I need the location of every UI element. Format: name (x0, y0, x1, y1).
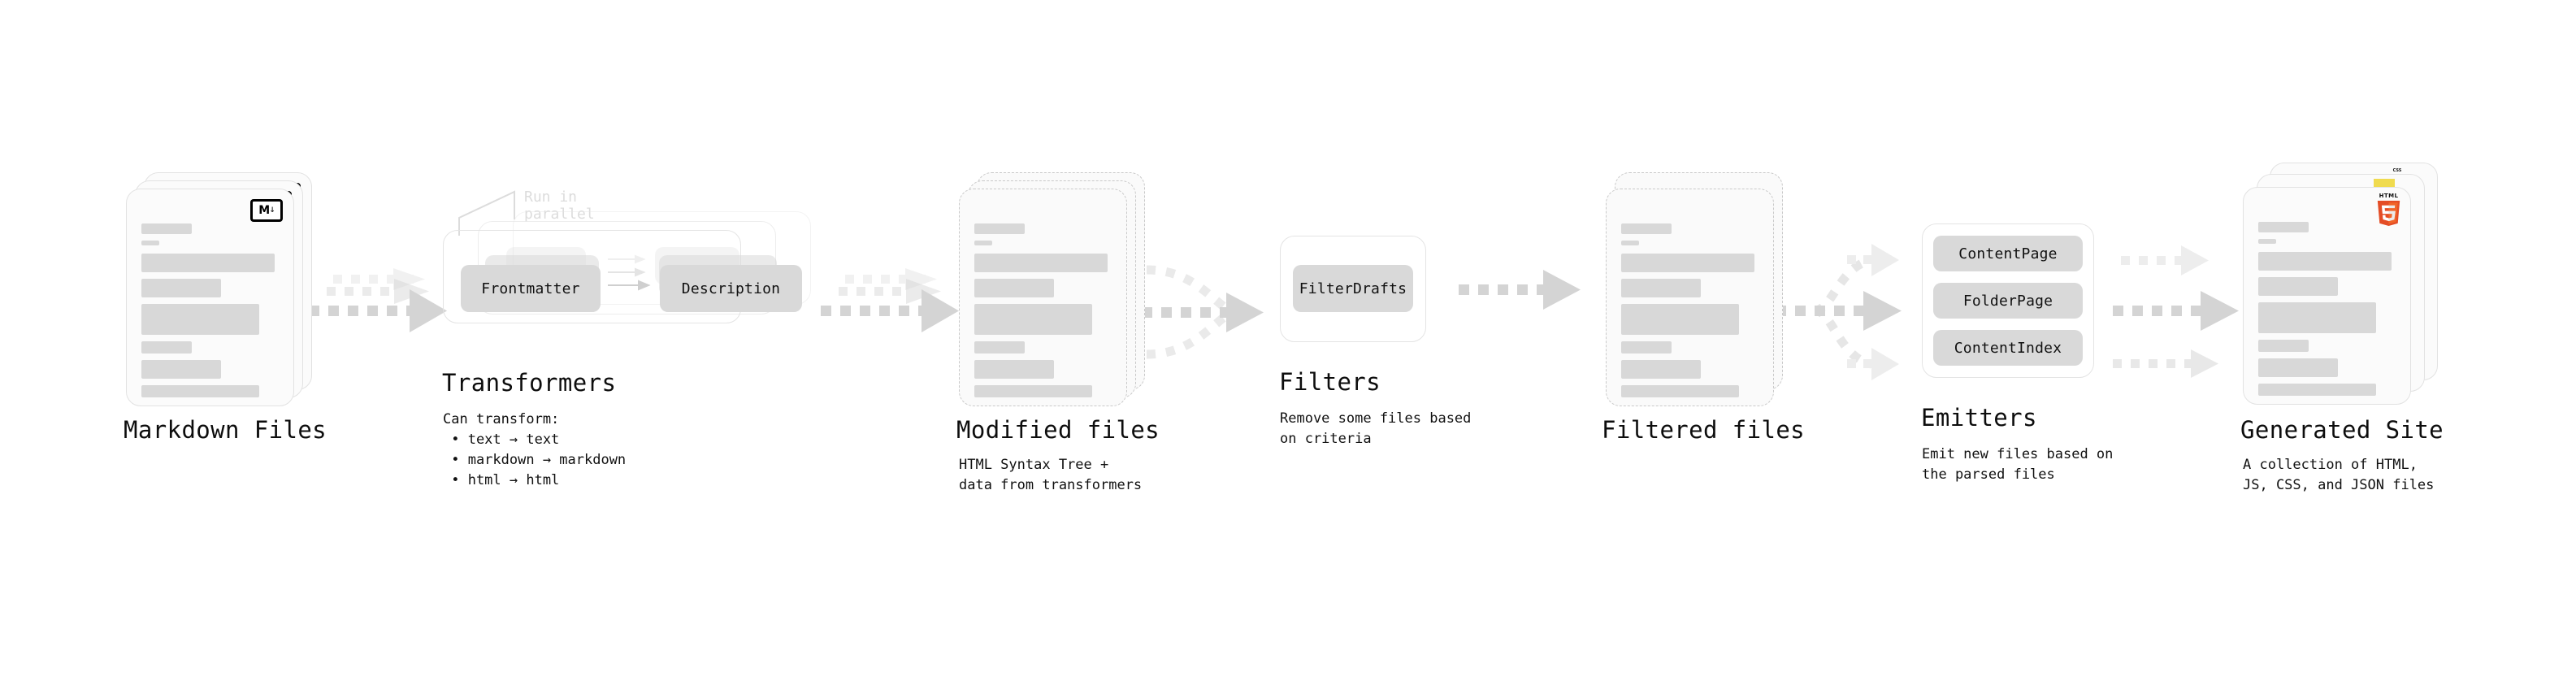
stage-title-markdown-files: Markdown Files (124, 416, 327, 444)
connector-filters-to-filtered (1459, 268, 1589, 317)
chip-filterdrafts[interactable]: FilterDrafts (1293, 265, 1413, 312)
chip-folderpage[interactable]: FolderPage (1933, 283, 2083, 319)
filtered-document-stack (1597, 172, 1783, 406)
html5-icon-label: HTML (2379, 193, 2399, 199)
stage-title-modified-files: Modified files (956, 416, 1160, 444)
css-icon-label: CSS (2392, 168, 2402, 173)
stage-subtitle-filters: Remove some files based on criteria (1280, 410, 1472, 447)
filtered-card-front (1606, 189, 1774, 406)
connector-filtered-to-emitters (1776, 236, 1918, 390)
connector-emitters-to-site (2113, 236, 2255, 390)
connector-modified-to-filters (1142, 252, 1272, 374)
run-in-parallel-bracket (458, 190, 515, 236)
card-placeholder-lines (2258, 222, 2397, 402)
md-arrow: ↓ (269, 206, 275, 215)
card-placeholder-lines (974, 223, 1113, 404)
markdown-icon: M↓ (250, 199, 283, 222)
stage-subtitle-transformers: Can transform: • text → text • markdown … (443, 411, 627, 488)
chip-contentpage[interactable]: ContentPage (1933, 236, 2083, 271)
markdown-document-stack: M↓ M↓ M↓ (126, 172, 312, 406)
stage-subtitle-modified-files: HTML Syntax Tree + data from transformer… (959, 457, 1143, 493)
chip-frontmatter[interactable]: Frontmatter (461, 265, 601, 312)
html5-icon: HTML (2376, 193, 2401, 228)
card-placeholder-lines (1621, 223, 1760, 404)
modified-document-stack (959, 172, 1145, 406)
modified-card-front (959, 189, 1127, 406)
connector-markdown-to-transformers (309, 268, 447, 358)
stage-filtered-files: Filtered files (1597, 172, 1805, 444)
stage-title-transformers: Transformers (442, 369, 617, 397)
stage-markdown-files: M↓ M↓ M↓ (124, 172, 327, 444)
stage-title-generated-site: Generated Site (2240, 416, 2444, 444)
stage-title-filtered-files: Filtered files (1602, 416, 1806, 444)
card-placeholder-lines (141, 223, 280, 404)
site-document-stack: CSS HTML (2243, 163, 2438, 406)
connector-transformers-to-modified (821, 268, 959, 358)
stage-subtitle-emitters: Emit new files based on the parsed files (1922, 446, 2114, 483)
stage-title-emitters: Emitters (1921, 404, 2037, 432)
md-letter: M (258, 204, 270, 217)
frontmatter-to-description-arrows (608, 254, 651, 291)
stage-title-filters: Filters (1279, 368, 1381, 396)
markdown-card-front: M↓ (126, 189, 294, 406)
stage-generated-site: CSS HTML (2240, 163, 2444, 493)
chip-description[interactable]: Description (660, 265, 802, 312)
stage-subtitle-generated-site: A collection of HTML, JS, CSS, and JSON … (2243, 457, 2435, 493)
stage-modified-files: Modified files HTML Syntax Tree + data f… (956, 172, 1160, 493)
chip-contentindex[interactable]: ContentIndex (1933, 330, 2083, 366)
run-in-parallel-label: Run in parallel (524, 189, 595, 223)
site-card-html: HTML (2243, 187, 2411, 405)
